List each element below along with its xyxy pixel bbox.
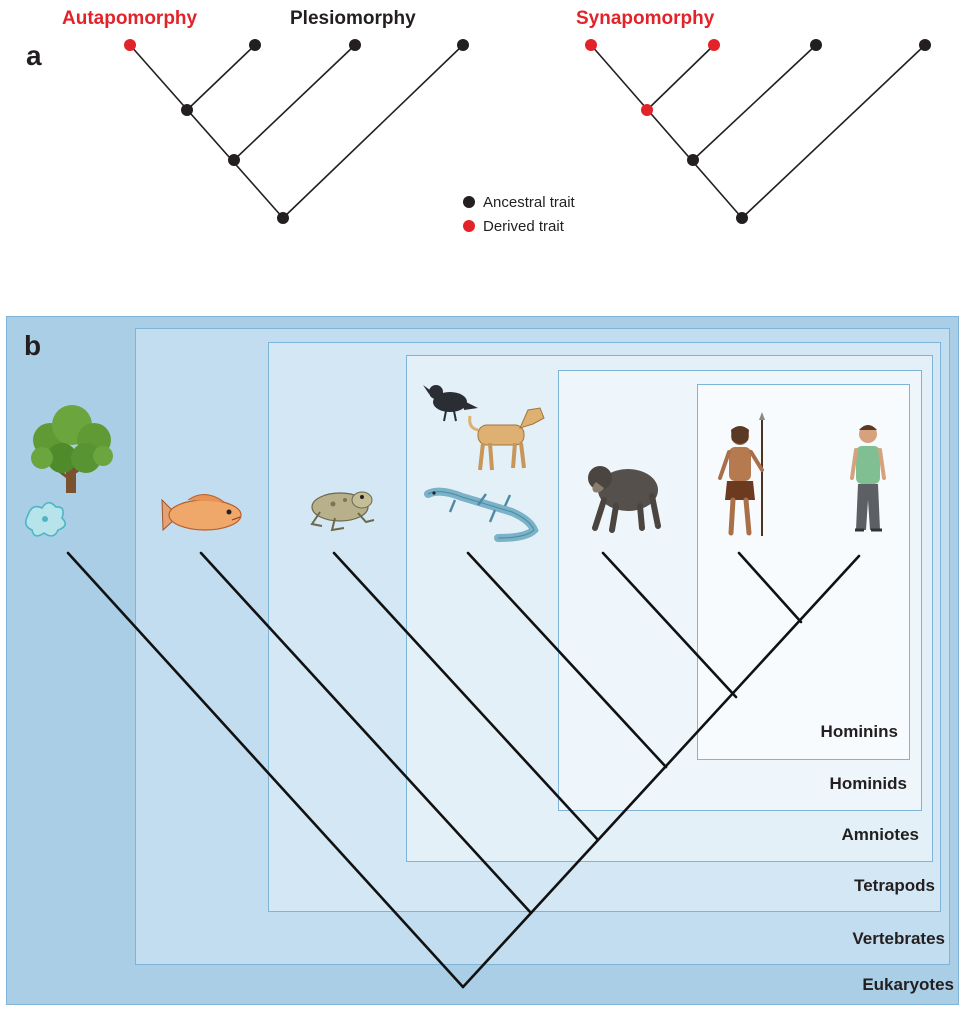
frog-icon bbox=[312, 492, 374, 530]
lizard-icon bbox=[428, 491, 534, 538]
early-human-icon bbox=[720, 412, 765, 536]
chimpanzee-icon bbox=[588, 466, 658, 530]
modern-human-icon bbox=[852, 425, 884, 530]
oak-tree-icon bbox=[31, 405, 113, 493]
crow-icon bbox=[423, 385, 478, 421]
phylogenetic-tree bbox=[68, 553, 859, 987]
amoeba-icon bbox=[26, 503, 65, 536]
fish-icon bbox=[162, 494, 241, 530]
dog-icon bbox=[470, 408, 544, 470]
